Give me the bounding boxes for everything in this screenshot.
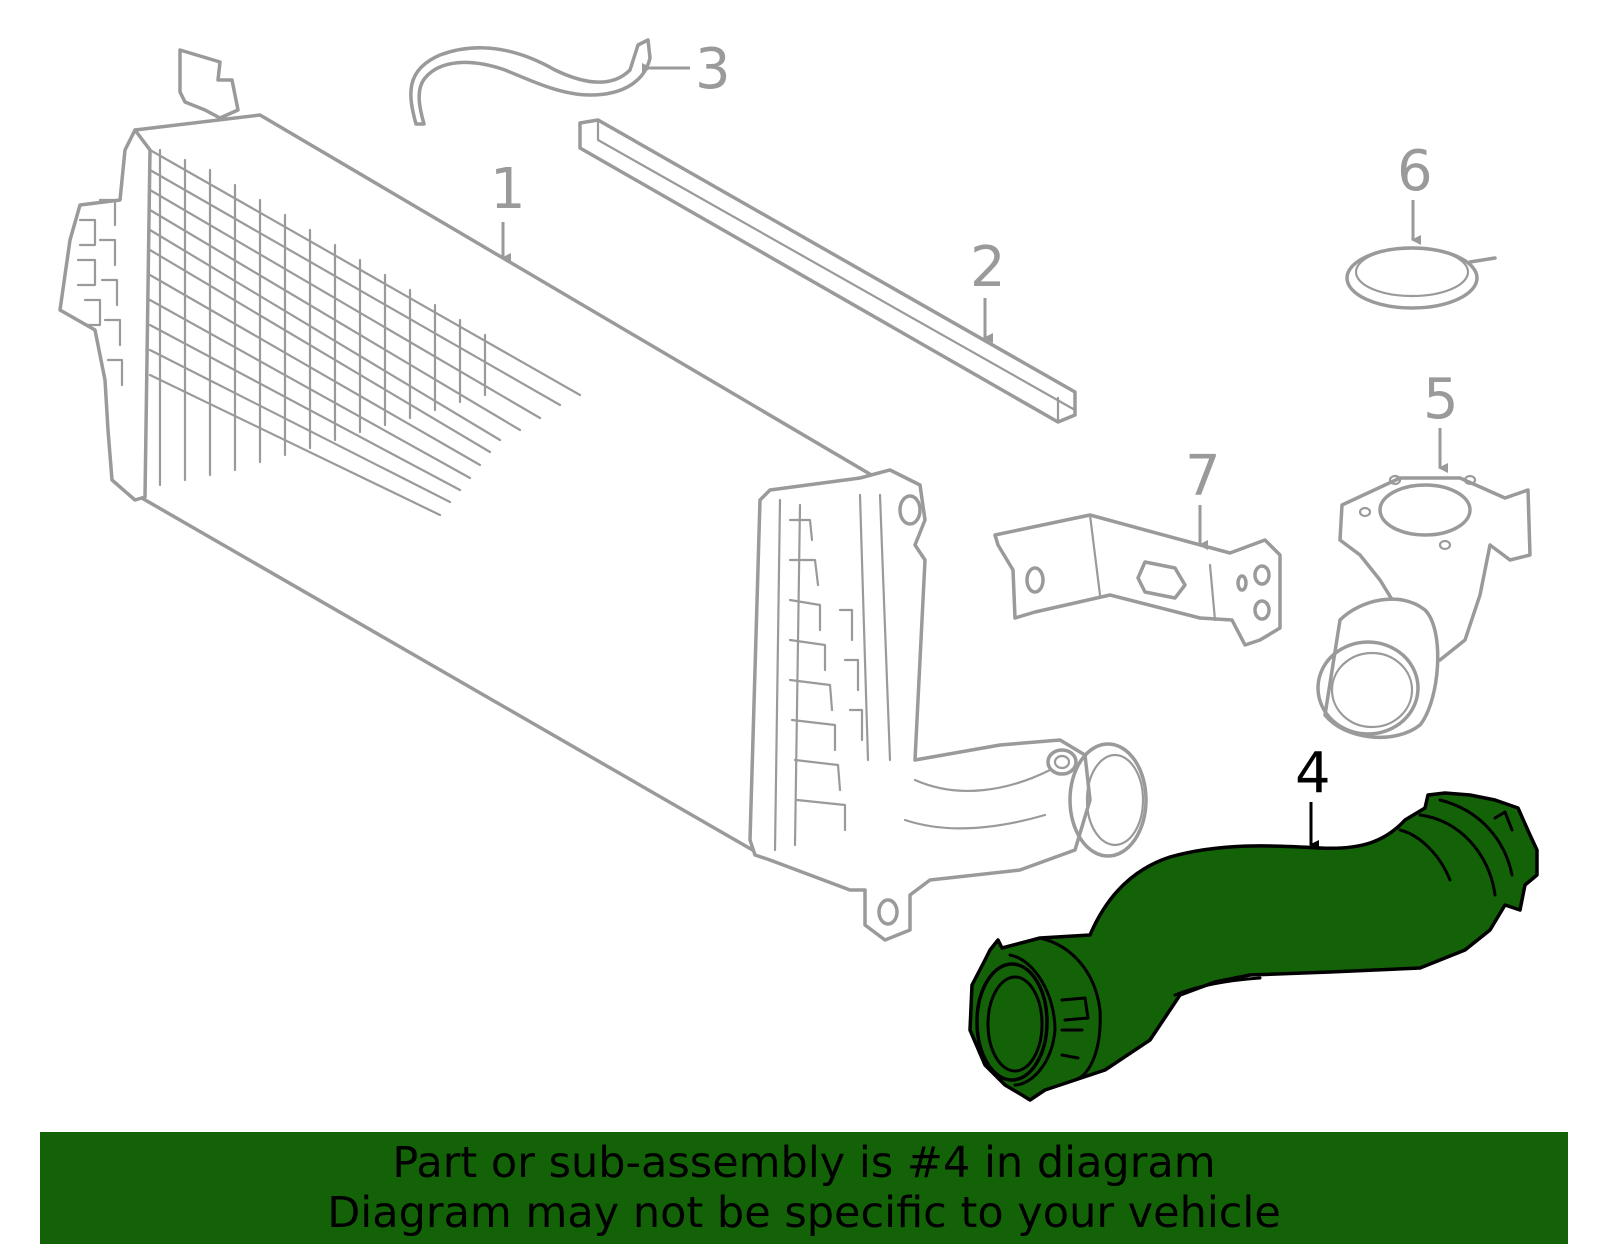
- part-1-intercooler: [58, 48, 1148, 942]
- banner-line-disclaimer: Diagram may not be specific to your vehi…: [327, 1188, 1281, 1238]
- callout-1: 1: [490, 157, 526, 222]
- part-7-bracket: [993, 513, 1282, 647]
- part-6-gasket: [1345, 246, 1497, 310]
- callout-5: 5: [1423, 367, 1459, 432]
- part-2-seal-strip: [578, 118, 1077, 424]
- part-5-pipe: [1316, 474, 1532, 739]
- callout-3: 3: [695, 37, 731, 102]
- callout-7: 7: [1185, 444, 1221, 509]
- info-banner: Part or sub-assembly is #4 in diagram Di…: [40, 1132, 1568, 1244]
- callout-6: 6: [1397, 139, 1433, 204]
- part-3-hose: [409, 38, 652, 126]
- callout-2: 2: [970, 235, 1006, 300]
- callout-arrows: [501, 63, 1448, 850]
- callout-4: 4: [1295, 741, 1331, 806]
- banner-line-part: Part or sub-assembly is #4 in diagram: [392, 1138, 1216, 1188]
- part-4-highlighted-hose: [968, 791, 1539, 1102]
